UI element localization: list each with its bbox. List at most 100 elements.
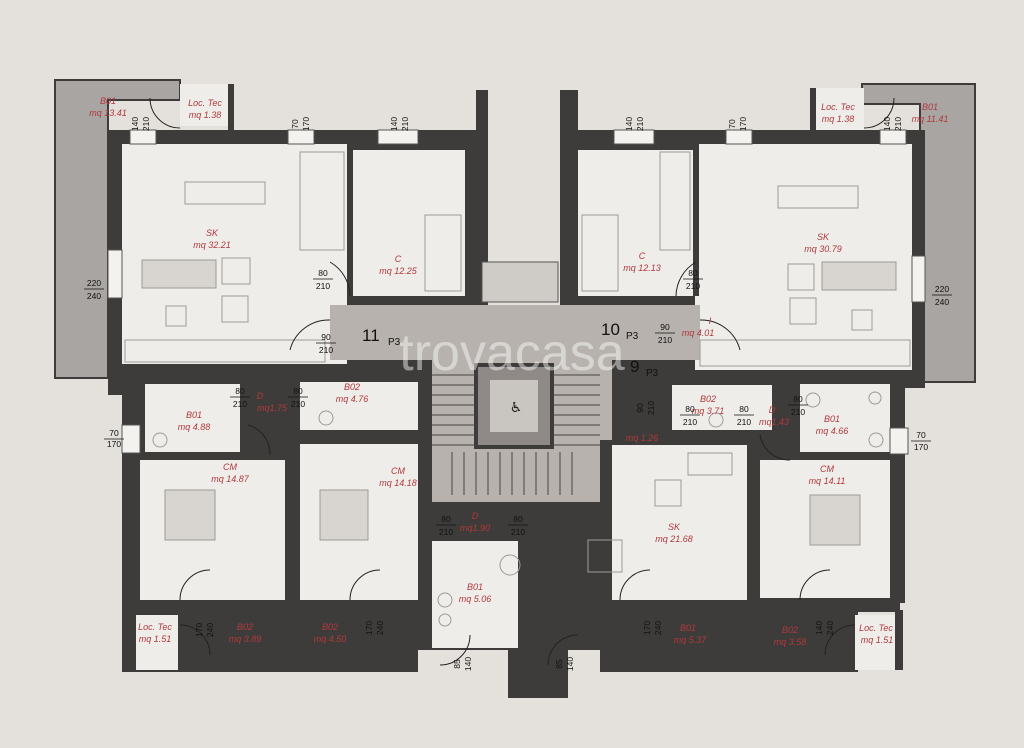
unit-9-number: 9 <box>630 357 639 376</box>
dim-top: 90 <box>660 322 670 332</box>
room-area: mq 1.26 <box>626 433 659 443</box>
window-top-2 <box>377 129 419 145</box>
door-bed-3 <box>799 569 831 601</box>
dim-bottom: 210 <box>439 527 453 537</box>
room-name: SK <box>668 522 681 532</box>
room-area: mq 11.41 <box>912 114 949 124</box>
dim-bottom: 210 <box>737 417 751 427</box>
room-name: B02 <box>700 394 716 404</box>
dim-top: 140 <box>882 117 892 131</box>
room-name: B02 <box>237 622 253 632</box>
room-area: mq 3.58 <box>774 637 807 647</box>
dim-bottom: 140 <box>463 657 473 671</box>
room-area: mq 12.13 <box>623 263 661 273</box>
room-area: mq 5.06 <box>459 594 492 604</box>
room-name: C <box>395 254 402 264</box>
room-name: CM <box>391 466 405 476</box>
dim-bottom: 210 <box>683 417 697 427</box>
doors <box>149 97 895 666</box>
room-name: D <box>769 405 776 415</box>
toilet-right-2 <box>868 432 884 448</box>
room-area: mq1.90 <box>460 523 490 533</box>
door-kitchen-left <box>329 261 351 297</box>
dim-bottom: 240 <box>825 621 835 635</box>
table-small-right <box>587 539 623 573</box>
dim-top: 80 <box>293 386 303 396</box>
room-area: mq 21.68 <box>655 534 693 544</box>
dim-bottom: 210 <box>635 117 645 131</box>
dim-bottom: 210 <box>291 399 305 409</box>
room-name: SK <box>817 232 830 242</box>
door-tech-bl <box>179 624 211 656</box>
bed-1 <box>164 489 216 541</box>
room-area: mq 3.89 <box>229 634 262 644</box>
kitchen-counter-right <box>659 151 691 251</box>
room-area: mq1.43 <box>759 417 789 427</box>
room-name: B01 <box>100 96 116 106</box>
room-area: mq 12.25 <box>379 266 418 276</box>
room-name: Loc. Tec <box>821 102 855 112</box>
dim-bottom: 210 <box>511 527 525 537</box>
room-area: mq 3.71 <box>692 406 725 416</box>
room-name: I <box>709 316 712 326</box>
window-right <box>911 255 926 303</box>
room-name: B01 <box>922 102 938 112</box>
bathtub-center <box>499 554 521 576</box>
tech-tl <box>180 84 228 126</box>
room-name: Loc. Tec <box>188 98 222 108</box>
bed-2 <box>319 489 369 541</box>
room-name: C <box>639 251 646 261</box>
dim-top: 80 <box>688 268 698 278</box>
coffee-table-left <box>165 305 187 327</box>
bath-left <box>145 384 240 456</box>
tech-tr <box>816 88 864 130</box>
elevator-landing <box>481 261 559 303</box>
kitchen-counter-left <box>299 151 345 251</box>
dim-bottom: 210 <box>316 281 330 291</box>
watermark: trovacasa <box>399 324 625 382</box>
dim-bottom: 210 <box>791 407 805 417</box>
sofa-left <box>141 259 217 289</box>
room-name: SK <box>206 228 219 238</box>
room-area: mq 30.79 <box>804 244 842 254</box>
terrace-left <box>54 79 181 379</box>
room-name: D <box>472 511 479 521</box>
room-name: B02 <box>782 625 798 635</box>
dim-bottom: 210 <box>319 345 333 355</box>
dim-bottom: 170 <box>107 439 121 449</box>
room-area: mq 1.38 <box>822 114 855 124</box>
dim-top: 220 <box>935 284 949 294</box>
dim-bottom: 170 <box>738 117 748 131</box>
dim-top: 220 <box>87 278 101 288</box>
dim-top: 85 <box>452 659 462 669</box>
sink-right <box>805 392 821 408</box>
dim-top: 140 <box>624 117 634 131</box>
dining-table-right <box>777 185 859 209</box>
room-area: mq 1.51 <box>139 634 172 644</box>
room-area: mq1.75 <box>257 403 288 413</box>
door-tech-br <box>824 624 856 656</box>
room-name: Loc. Tec <box>859 623 893 633</box>
room-name: B01 <box>467 582 483 592</box>
dim-top: 85 <box>554 659 564 669</box>
dim-top: 70 <box>109 428 119 438</box>
dim-top: 90 <box>321 332 331 342</box>
room-area: mq 32.21 <box>193 240 231 250</box>
room-area: mq 4.66 <box>816 426 849 436</box>
elevator-car <box>490 380 538 432</box>
room-area: mq 4.01 <box>682 328 715 338</box>
door-bed-2 <box>349 569 381 601</box>
dim-top: 70 <box>290 119 300 129</box>
dining-table-left <box>184 181 266 205</box>
coffee-table-right <box>851 309 873 331</box>
window-left <box>107 249 123 299</box>
room-area: mq 14.18 <box>379 478 417 488</box>
door-bed-1 <box>179 569 211 601</box>
living-right <box>695 144 912 370</box>
room-name: CM <box>223 462 237 472</box>
toilet-center <box>437 592 453 608</box>
dim-top: 80 <box>513 514 523 524</box>
sink-right-2 <box>868 391 882 405</box>
room-name: B02 <box>344 382 360 392</box>
room-area: mq 5.37 <box>674 635 708 645</box>
